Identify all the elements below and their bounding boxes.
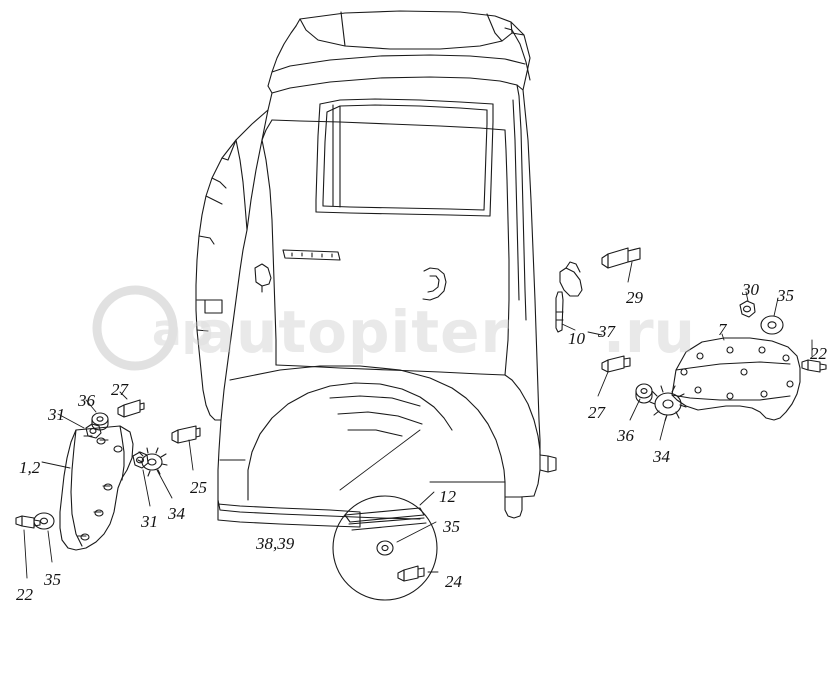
callout-30: 30 xyxy=(742,280,759,299)
hinge-bracket-37 xyxy=(559,261,583,297)
right-plate-holes xyxy=(680,346,794,400)
cab-front-detail xyxy=(196,235,215,332)
callout-35-a: 35 xyxy=(777,286,794,305)
callout-22-a: 22 xyxy=(810,344,827,363)
leader-lines-right xyxy=(561,261,813,441)
cab-side-emblem xyxy=(204,299,223,314)
wheel-arch-fender xyxy=(229,365,506,483)
cab-rear-panel xyxy=(504,374,557,519)
fender-inner-lines xyxy=(329,395,423,437)
callout-36-a: 36 xyxy=(78,391,95,410)
watermark-domain-text: .ru xyxy=(603,298,695,366)
gear-washer-34-right xyxy=(649,385,687,422)
cab-body-outline xyxy=(217,89,541,520)
bolt-22-right xyxy=(801,359,827,373)
callout-34-b: 34 xyxy=(653,447,670,466)
watermark-main-text: autopiter xyxy=(196,298,510,366)
washer-35-top-right xyxy=(760,315,784,335)
callout-34-a: 34 xyxy=(168,504,185,523)
callout-24: 24 xyxy=(445,572,462,591)
washer-36-right xyxy=(635,383,653,404)
callout-31-a: 31 xyxy=(48,405,65,424)
callout-31-b: 31 xyxy=(141,512,158,531)
rod-10 xyxy=(555,291,564,333)
callout-7: 7 xyxy=(718,320,727,339)
bolt-22-bottom-left xyxy=(15,515,41,529)
nut-31-lower xyxy=(132,451,149,469)
cab-roof xyxy=(267,10,531,94)
bolt-27-left xyxy=(117,399,145,418)
bolt-25 xyxy=(171,425,201,444)
nut-31-left xyxy=(85,423,102,439)
callout-25: 25 xyxy=(190,478,207,497)
cab-front-left-edge xyxy=(195,109,269,421)
callout-36-b: 36 xyxy=(617,426,634,445)
callout-10: 10 xyxy=(568,329,585,348)
nut-30 xyxy=(739,300,756,318)
detail-leader-lines xyxy=(339,429,439,573)
callout-38-39: 38,39 xyxy=(256,534,295,553)
bolt-29 xyxy=(601,247,641,269)
callout-1-2: 1,2 xyxy=(19,458,41,477)
callout-35-c: 35 xyxy=(443,517,460,536)
cab-lower-sill xyxy=(217,459,361,528)
roof-rear-fin xyxy=(504,27,531,81)
door-trim-strip xyxy=(282,249,341,261)
cab-door-window xyxy=(315,98,494,217)
left-bracket-holes xyxy=(80,437,123,541)
callout-37: 37 xyxy=(598,322,615,341)
callout-12: 12 xyxy=(439,487,456,506)
cab-back-edges xyxy=(512,84,527,321)
right-plate-7 xyxy=(671,337,801,421)
left-mudflap-bracket xyxy=(59,425,134,551)
callout-35-b: 35 xyxy=(44,570,61,589)
callout-27-a: 27 xyxy=(111,380,128,399)
mirror-arm xyxy=(254,263,272,293)
callout-27-b: 27 xyxy=(588,403,605,422)
cab-door xyxy=(261,119,510,376)
leader-lines-left xyxy=(23,391,194,579)
callout-29: 29 xyxy=(626,288,643,307)
callout-22-b: 22 xyxy=(16,585,33,604)
door-handle xyxy=(422,267,447,301)
bolt-27-right xyxy=(601,355,631,373)
detail-circle-view xyxy=(332,495,438,601)
